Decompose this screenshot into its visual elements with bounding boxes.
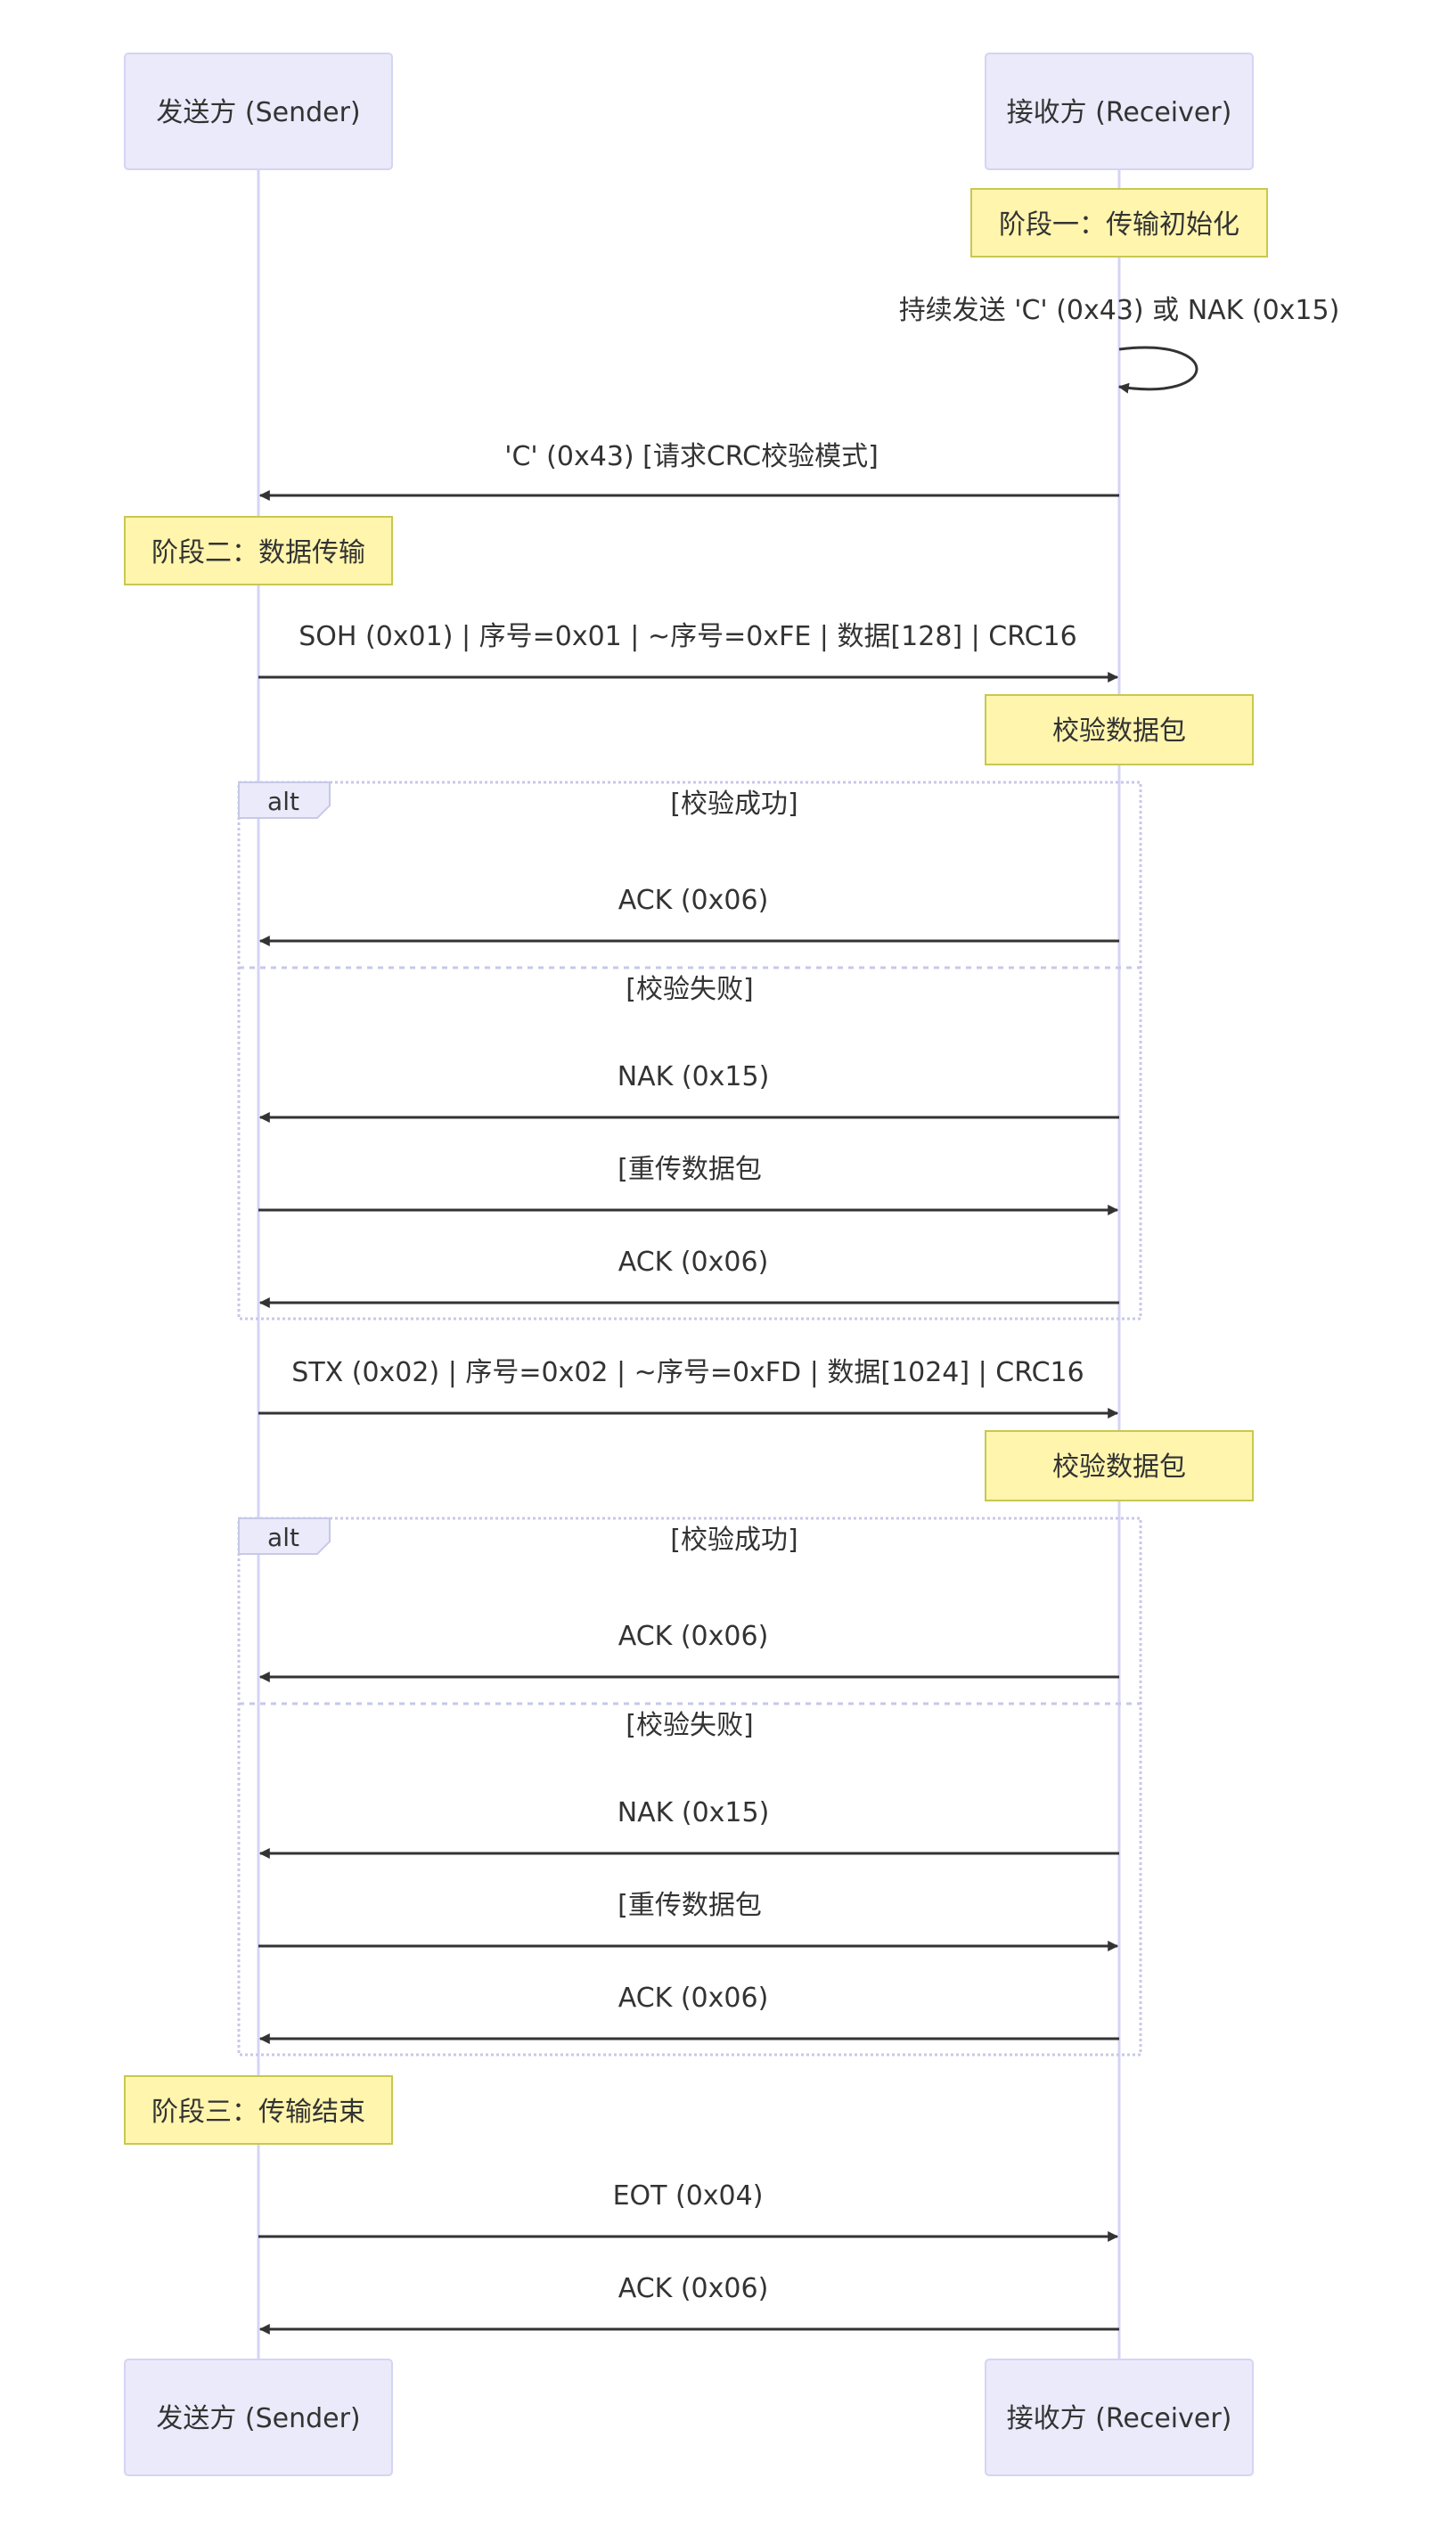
message-ack: ACK (0x06) [258, 2273, 1119, 2335]
message-label: ACK (0x06) [618, 1247, 769, 1278]
phase-label: 阶段一：传输初始化 [999, 209, 1239, 241]
phase-note-init: 阶段一：传输初始化 [970, 188, 1268, 258]
message-label: ACK (0x06) [618, 1621, 769, 1652]
sender-actor-bottom: 发送方 (Sender) [124, 2359, 393, 2476]
phase-label: 阶段三：传输结束 [151, 2097, 365, 2128]
note-label: 校验数据包 [1052, 716, 1186, 747]
sender-label: 发送方 (Sender) [156, 2403, 360, 2434]
receiver-actor-top: 接收方 (Receiver) [985, 53, 1254, 170]
alt-keyword: alt [267, 1523, 299, 1552]
message-label: EOT (0x04) [613, 2180, 764, 2212]
alt-condition-success: [校验成功] [670, 1525, 798, 1556]
message-ack: ACK (0x06) [258, 885, 1119, 946]
message-soh-packet: SOH (0x01) | 序号=0x01 | ~序号=0xFE | 数据[128… [258, 621, 1119, 683]
alt-keyword: alt [267, 787, 299, 816]
receiver-actor-bottom: 接收方 (Receiver) [985, 2359, 1254, 2476]
message-label: STX (0x02) | 序号=0x02 | ~序号=0xFD | 数据[102… [291, 1357, 1084, 1388]
self-loop-message: 持续发送 'C' (0x43) 或 NAK (0x15) [899, 295, 1340, 394]
message-label: ACK (0x06) [618, 2273, 769, 2304]
message-label: 'C' (0x43) [请求CRC校验模式] [504, 441, 879, 472]
message-resend: [重传数据包 [258, 1154, 1119, 1215]
alt-fragment: alt [校验成功] [校验失败] [237, 1517, 1142, 2057]
alt-condition-success: [校验成功] [670, 789, 798, 820]
message-nak: NAK (0x15) [258, 1797, 1119, 1859]
message-label: ACK (0x06) [618, 1983, 769, 2014]
sender-label: 发送方 (Sender) [156, 97, 360, 128]
phase-label: 阶段二：数据传输 [151, 537, 365, 568]
note-verify: 校验数据包 [985, 1430, 1254, 1501]
message-ack: ACK (0x06) [258, 1247, 1119, 1308]
message-label: ACK (0x06) [618, 885, 769, 916]
message-resend: [重传数据包 [258, 1890, 1119, 1951]
message-label: [重传数据包 [618, 1154, 762, 1185]
message-stx-packet: STX (0x02) | 序号=0x02 | ~序号=0xFD | 数据[102… [258, 1357, 1119, 1419]
alt-fragment: alt [校验成功] [校验失败] [237, 781, 1142, 1321]
message-ack: ACK (0x06) [258, 1983, 1119, 2044]
message-label: SOH (0x01) | 序号=0x01 | ~序号=0xFE | 数据[128… [299, 621, 1076, 652]
message-label: NAK (0x15) [618, 1061, 770, 1092]
message-ack: ACK (0x06) [258, 1621, 1119, 1682]
message-request-crc: 'C' (0x43) [请求CRC校验模式] [258, 441, 1119, 501]
note-verify: 校验数据包 [985, 694, 1254, 765]
phase-note-end: 阶段三：传输结束 [124, 2075, 393, 2145]
alt-condition-failure: [校验失败] [626, 1710, 753, 1741]
sender-actor-top: 发送方 (Sender) [124, 53, 393, 170]
message-eot: EOT (0x04) [258, 2180, 1119, 2242]
receiver-label: 接收方 (Receiver) [1007, 97, 1232, 128]
message-nak: NAK (0x15) [258, 1061, 1119, 1123]
note-label: 校验数据包 [1052, 1452, 1186, 1483]
phase-note-transfer: 阶段二：数据传输 [124, 516, 393, 585]
message-label: 持续发送 'C' (0x43) 或 NAK (0x15) [899, 295, 1340, 326]
alt-condition-failure: [校验失败] [626, 974, 753, 1005]
receiver-label: 接收方 (Receiver) [1007, 2403, 1232, 2434]
message-label: NAK (0x15) [618, 1797, 770, 1828]
message-label: [重传数据包 [618, 1890, 762, 1921]
